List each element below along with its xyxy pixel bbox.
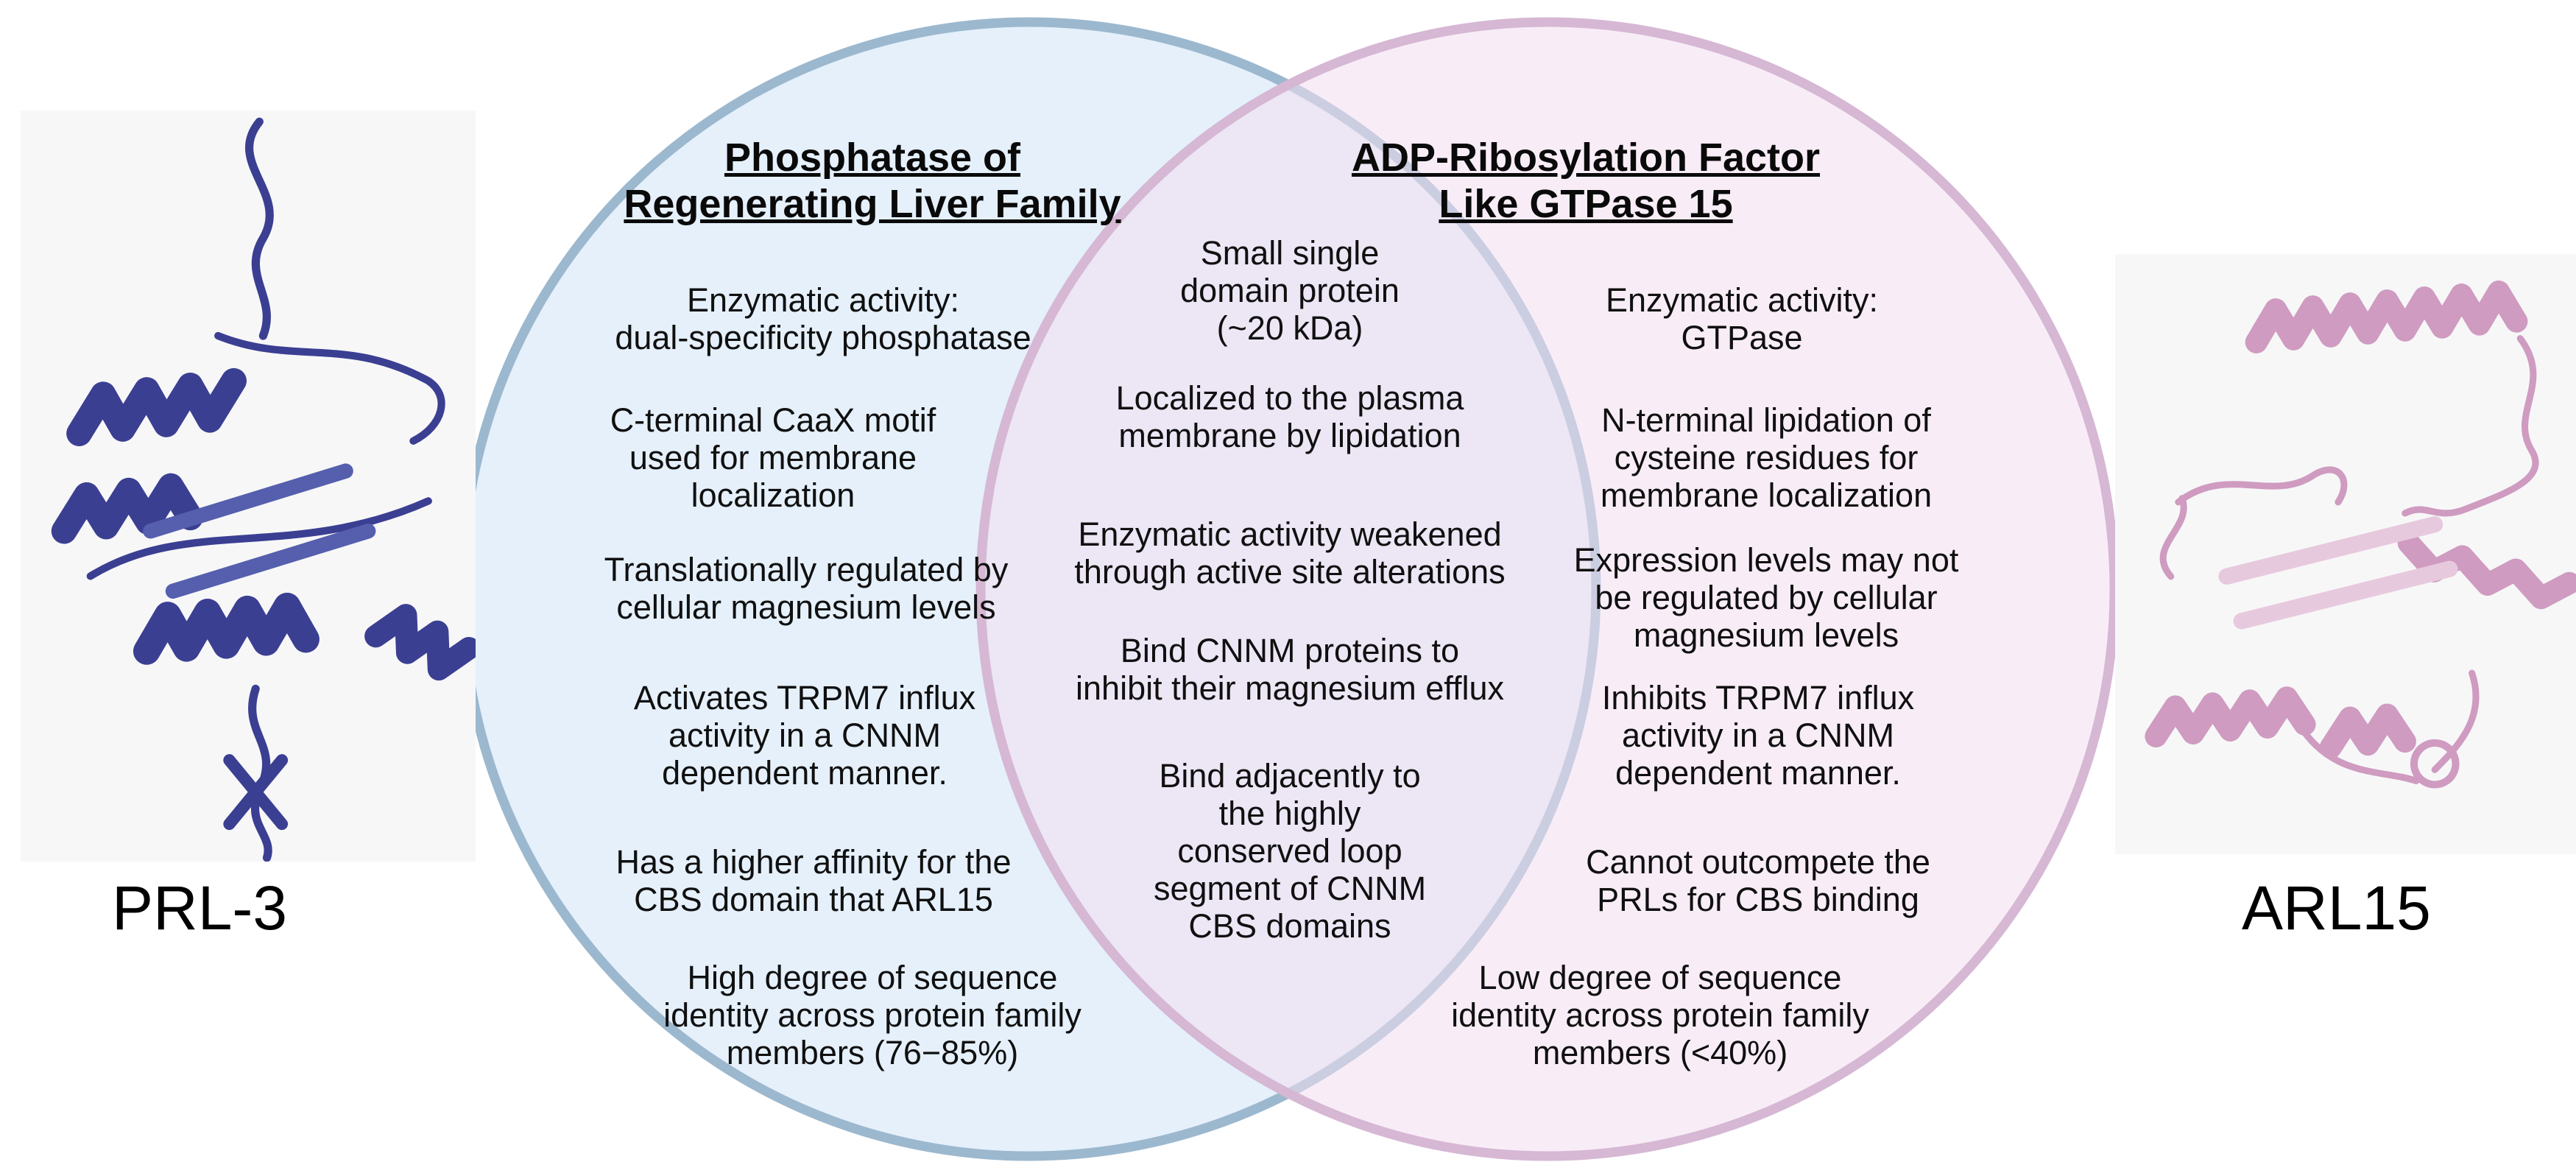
right-item-nterm-lipidation: N-terminal lipidation of cysteine residu… [1600, 401, 1933, 514]
shared-item-bind-adjacent-loop: Bind adjacently to the highly conserved … [1153, 757, 1427, 945]
right-item-enzymatic-activity: Enzymatic activity: GTPase [1605, 281, 1879, 356]
prl3-beta-sheets [143, 463, 376, 599]
shared-item-bind-cnnm: Bind CNNM proteins to inhibit their magn… [1076, 632, 1504, 707]
right-item-expression-levels: Expression levels may not be regulated b… [1573, 541, 1959, 654]
left-item-enzymatic-activity: Enzymatic activity: dual-specificity pho… [615, 281, 1031, 356]
shared-item-plasma-membrane: Localized to the plasma membrane by lipi… [1115, 379, 1464, 454]
left-item-caax-motif: C-terminal CaaX motif used for membrane … [610, 401, 936, 514]
shared-item-weakened-activity: Enzymatic activity weakened through acti… [1074, 515, 1506, 591]
right-item-inhibits-trpm7: Inhibits TRPM7 influx activity in a CNNM… [1601, 679, 1915, 792]
shared-item-small-protein: Small single domain protein (~20 kDa) [1180, 234, 1400, 347]
left-circle-title: Phosphatase of Regenerating Liver Family [624, 135, 1121, 226]
prl3-ribbon [51, 117, 476, 862]
right-circle-title: ADP-Ribosylation Factor Like GTPase 15 [1351, 135, 1821, 226]
right-item-sequence-identity: Low degree of sequence identity across p… [1451, 959, 1869, 1071]
right-item-cannot-outcompete: Cannot outcompete the PRLs for CBS bindi… [1586, 843, 1930, 918]
arl15-structure-image [2115, 254, 2576, 854]
arl15-beta-sheets [2218, 516, 2458, 630]
left-item-cbs-affinity: Has a higher affinity for the CBS domain… [615, 843, 1012, 918]
right-circle [975, 17, 2120, 1161]
left-item-sequence-identity: High degree of sequence identity across … [663, 959, 1081, 1071]
arl15-label: ARL15 [2242, 873, 2431, 943]
prl3-structure-image [21, 110, 476, 862]
prl3-label: PRL-3 [112, 873, 288, 943]
left-item-translational-regulation: Translationally regulated by cellular ma… [604, 551, 1009, 626]
arl15-ribbon [2145, 280, 2576, 789]
left-item-activates-trpm7: Activates TRPM7 influx activity in a CNN… [633, 679, 976, 792]
